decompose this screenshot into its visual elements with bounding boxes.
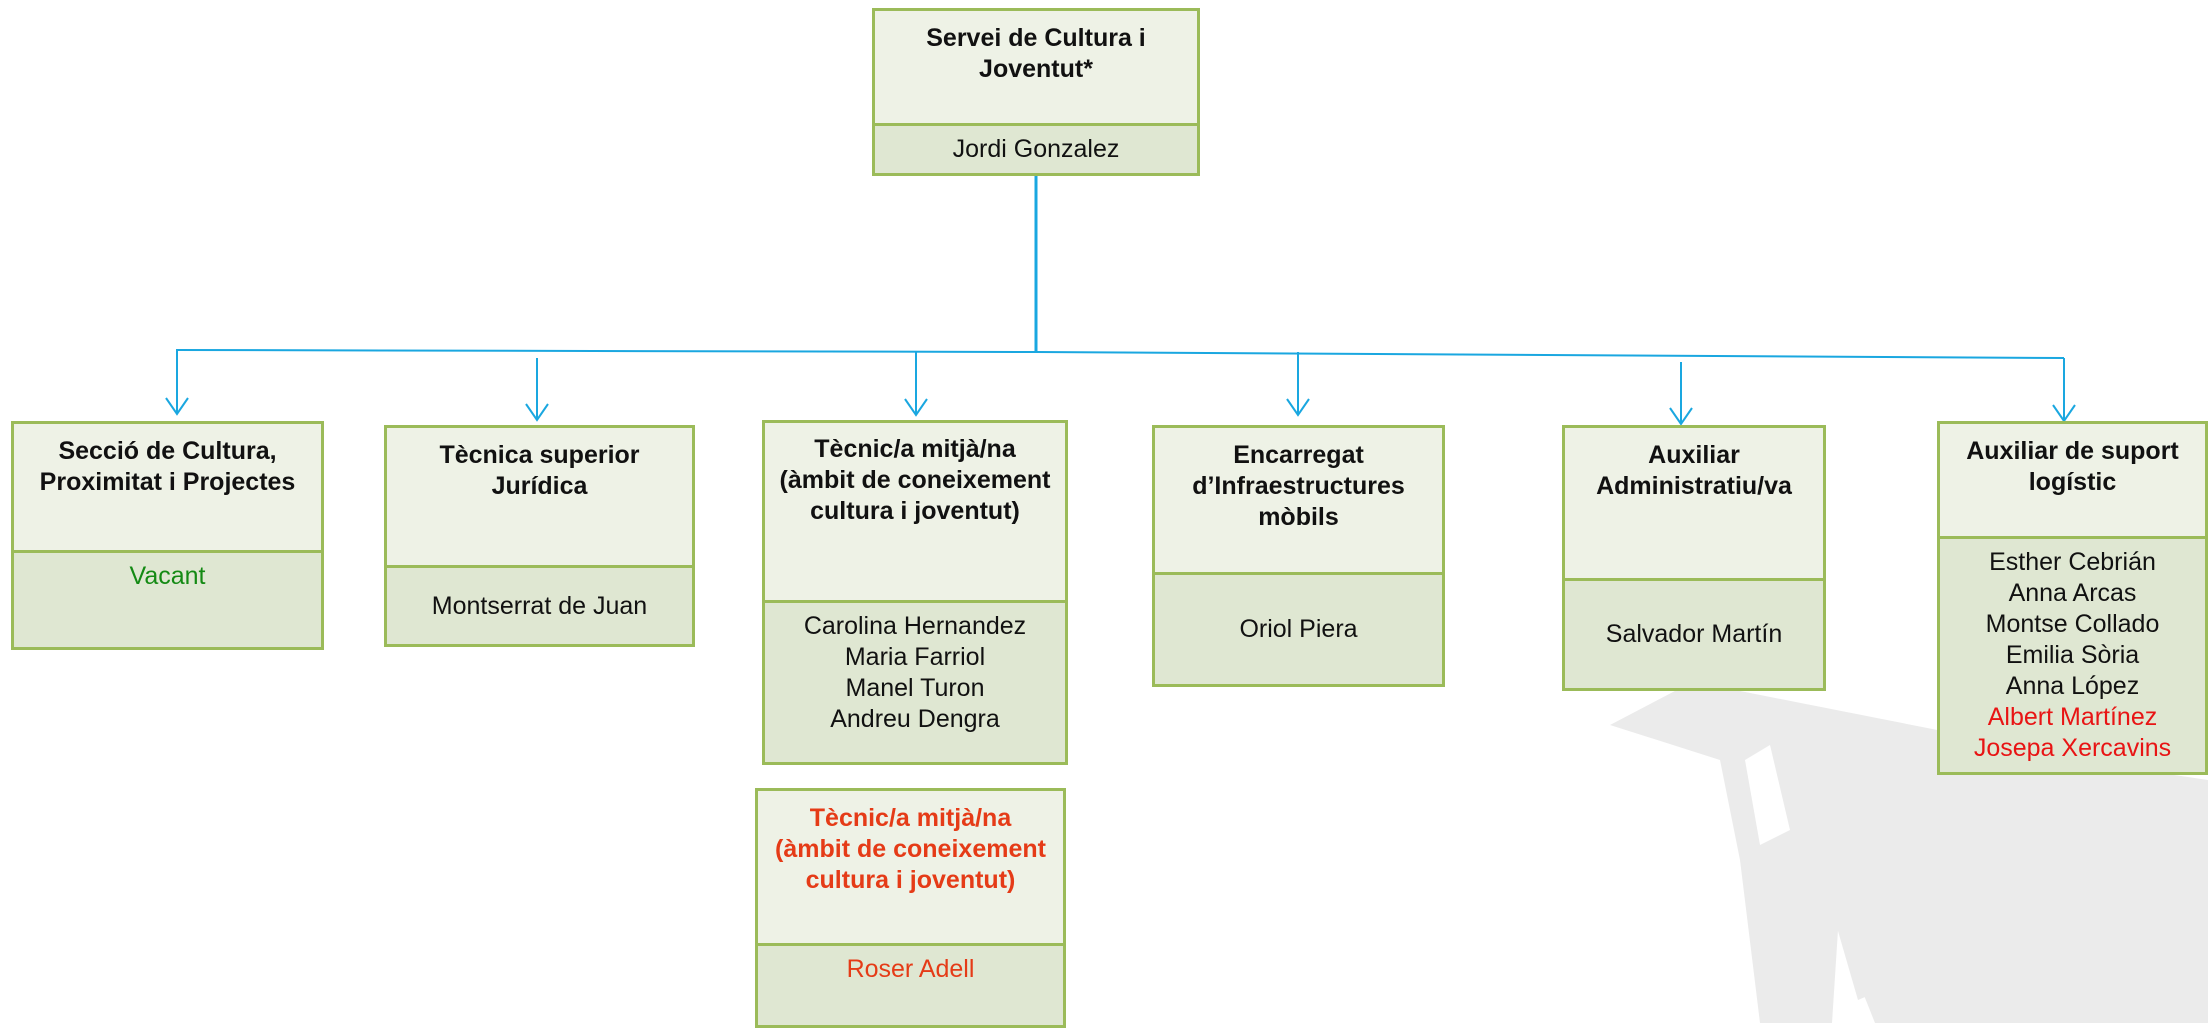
box-people: Esther Cebrián Anna Arcas Montse Collado… [1940,539,2205,772]
box-people: Roser Adell [758,946,1063,1025]
arrow-to-auxiliar-administratiu [1669,362,1693,426]
box-title: Servei de Cultura i Joventut* [875,11,1197,126]
person-name: Anna López [2005,672,2140,700]
person-name: Jordi Gonzalez [952,135,1120,163]
box-title: Tècnic/a mitjà/na (àmbit de coneixement … [765,423,1065,603]
person-name: Anna Arcas [2008,579,2137,607]
box-people: Oriol Piera [1155,575,1442,684]
person-name-highlight: Roser Adell [846,955,975,983]
arrow-to-seccio [165,351,189,416]
box-people: Salvador Martín [1565,581,1823,688]
person-name: Salvador Martín [1605,620,1783,648]
person-name: Manel Turon [845,674,985,702]
org-box-tecnica-superior: Tècnica superior Jurídica Montserrat de … [384,425,695,647]
person-name-new: Albert Martínez [1987,703,2158,731]
box-title: Tècnica superior Jurídica [387,428,692,568]
person-name: Montse Collado [1985,610,2160,638]
box-title: Auxiliar Administratiu/va [1565,428,1823,581]
box-title: Tècnic/a mitjà/na (àmbit de coneixement … [758,791,1063,946]
person-name: Oriol Piera [1239,615,1358,643]
arrow-to-tecnica-superior [525,358,549,422]
person-name: Montserrat de Juan [431,591,648,620]
arrow-to-encarregat [1286,352,1310,417]
org-box-tecnic-mitja-additional: Tècnic/a mitjà/na (àmbit de coneixement … [755,788,1066,1028]
box-people: Montserrat de Juan [387,568,692,644]
org-box-auxiliar-suport: Auxiliar de suport logístic Esther Cebri… [1937,421,2208,775]
arrow-to-auxiliar-suport [2052,358,2076,423]
org-box-servei: Servei de Cultura i Joventut* Jordi Gonz… [872,8,1200,176]
person-name: Maria Farriol [844,643,986,671]
branch-bus-line [175,349,2065,359]
person-name: Carolina Hernandez [803,612,1027,640]
org-box-seccio-cultura: Secció de Cultura, Proximitat i Projecte… [11,421,324,650]
org-box-auxiliar-administratiu: Auxiliar Administratiu/va Salvador Martí… [1562,425,1826,691]
person-name: Andreu Dengra [830,705,1000,733]
box-people: Carolina Hernandez Maria Farriol Manel T… [765,603,1065,762]
box-person: Jordi Gonzalez [875,126,1197,173]
org-box-tecnic-mitja: Tècnic/a mitjà/na (àmbit de coneixement … [762,420,1068,765]
person-name: Esther Cebrián [1989,548,2156,576]
box-title: Auxiliar de suport logístic [1940,424,2205,539]
arrow-to-tecnic-mitja [904,352,928,417]
person-name-new: Josepa Xercavins [1973,734,2172,762]
org-box-encarregat: Encarregat d’Infraestructures mòbils Ori… [1152,425,1445,687]
box-people: Vacant [14,553,321,647]
vacant-label: Vacant [129,562,206,590]
person-name: Emilia Sòria [2005,641,2140,669]
box-title: Encarregat d’Infraestructures mòbils [1155,428,1442,575]
box-title: Secció de Cultura, Proximitat i Projecte… [14,424,321,553]
